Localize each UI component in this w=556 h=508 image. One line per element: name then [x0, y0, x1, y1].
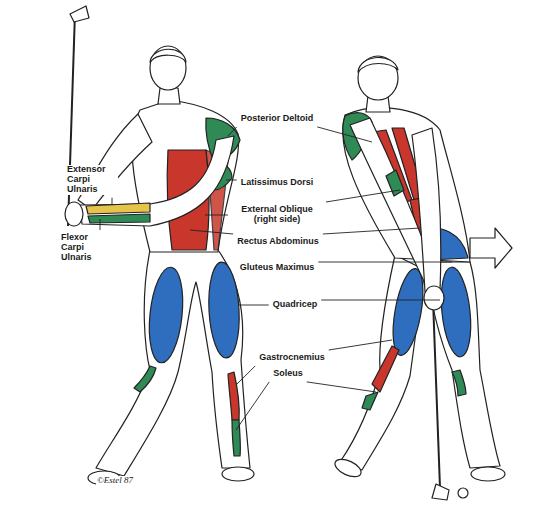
leader-line — [238, 305, 269, 306]
golf-ball — [458, 488, 468, 498]
label-holder: Soleus — [272, 369, 304, 379]
head — [150, 46, 186, 90]
label-holder: Latissimus Dorsi — [240, 178, 315, 188]
soleus-muscle — [362, 392, 378, 410]
gastrocnemius-muscle — [372, 346, 399, 392]
knee-muscle — [134, 366, 156, 392]
quadricep-muscle — [145, 266, 187, 365]
quadricep-muscle — [388, 266, 429, 357]
hair — [150, 49, 186, 62]
leader-line — [317, 127, 372, 142]
muscle-label: Flexor Carpi Ulnaris — [60, 233, 108, 263]
leader-line — [307, 382, 376, 392]
hands — [65, 202, 83, 226]
club-head — [70, 6, 89, 22]
gastrocnemius-muscle — [228, 372, 239, 420]
muscle-label: Extensor Carpi Ulnaris — [66, 165, 118, 195]
leader-line — [100, 219, 101, 230]
leader-line — [323, 228, 420, 234]
muscle-label: Latissimus Dorsi — [240, 178, 315, 188]
leader-line — [236, 382, 269, 430]
hands — [424, 286, 444, 310]
label-holder: ©Estel 87 — [96, 476, 134, 486]
muscle-label: Posterior Deltoid — [240, 114, 315, 124]
label-holder: External Oblique (right side) — [231, 205, 323, 225]
label-holder: Flexor Carpi Ulnaris — [60, 233, 108, 263]
muscle-label: Soleus — [272, 369, 304, 379]
label-holder: Posterior Deltoid — [240, 114, 315, 124]
leader-line — [329, 340, 392, 350]
leader-line — [205, 215, 228, 216]
muscle-label: Quadricep — [272, 300, 319, 310]
arm — [78, 114, 152, 210]
signature: ©Estel 87 — [96, 476, 134, 486]
hair — [358, 57, 398, 72]
head — [358, 56, 398, 100]
leader-line — [236, 366, 255, 385]
arm — [412, 128, 441, 292]
shoe — [332, 456, 363, 481]
leader-line — [190, 230, 233, 234]
knee-muscle — [452, 370, 466, 396]
shoe — [471, 467, 505, 481]
leader-line — [318, 262, 452, 263]
label-holder: Extensor Carpi Ulnaris — [66, 165, 118, 195]
extensor-muscle — [86, 203, 150, 214]
label-holder: Quadricep — [272, 300, 319, 310]
leader-line — [321, 300, 440, 301]
leader-line — [228, 127, 237, 136]
muscle-label: External Oblique (right side) — [231, 205, 323, 225]
flexor-muscle — [88, 214, 150, 223]
muscle-label: Rectus Abdominus — [236, 237, 320, 247]
motion-arrow — [470, 228, 512, 268]
label-holder: Gastrocnemius — [258, 353, 326, 363]
muscle-label: Gastrocnemius — [258, 353, 326, 363]
legs — [96, 250, 250, 476]
quadricep-muscle — [437, 266, 474, 358]
leader-line — [226, 180, 237, 181]
club-head — [432, 484, 449, 500]
quadricep-muscle — [207, 261, 242, 358]
club-shaft — [433, 300, 440, 488]
muscle-label: Gluteus Maximus — [239, 263, 316, 273]
label-holder: Gluteus Maximus — [239, 263, 316, 273]
shoe — [222, 467, 254, 481]
label-holder: Rectus Abdominus — [236, 237, 320, 247]
leader-line — [326, 190, 400, 202]
leader-line — [112, 198, 113, 205]
